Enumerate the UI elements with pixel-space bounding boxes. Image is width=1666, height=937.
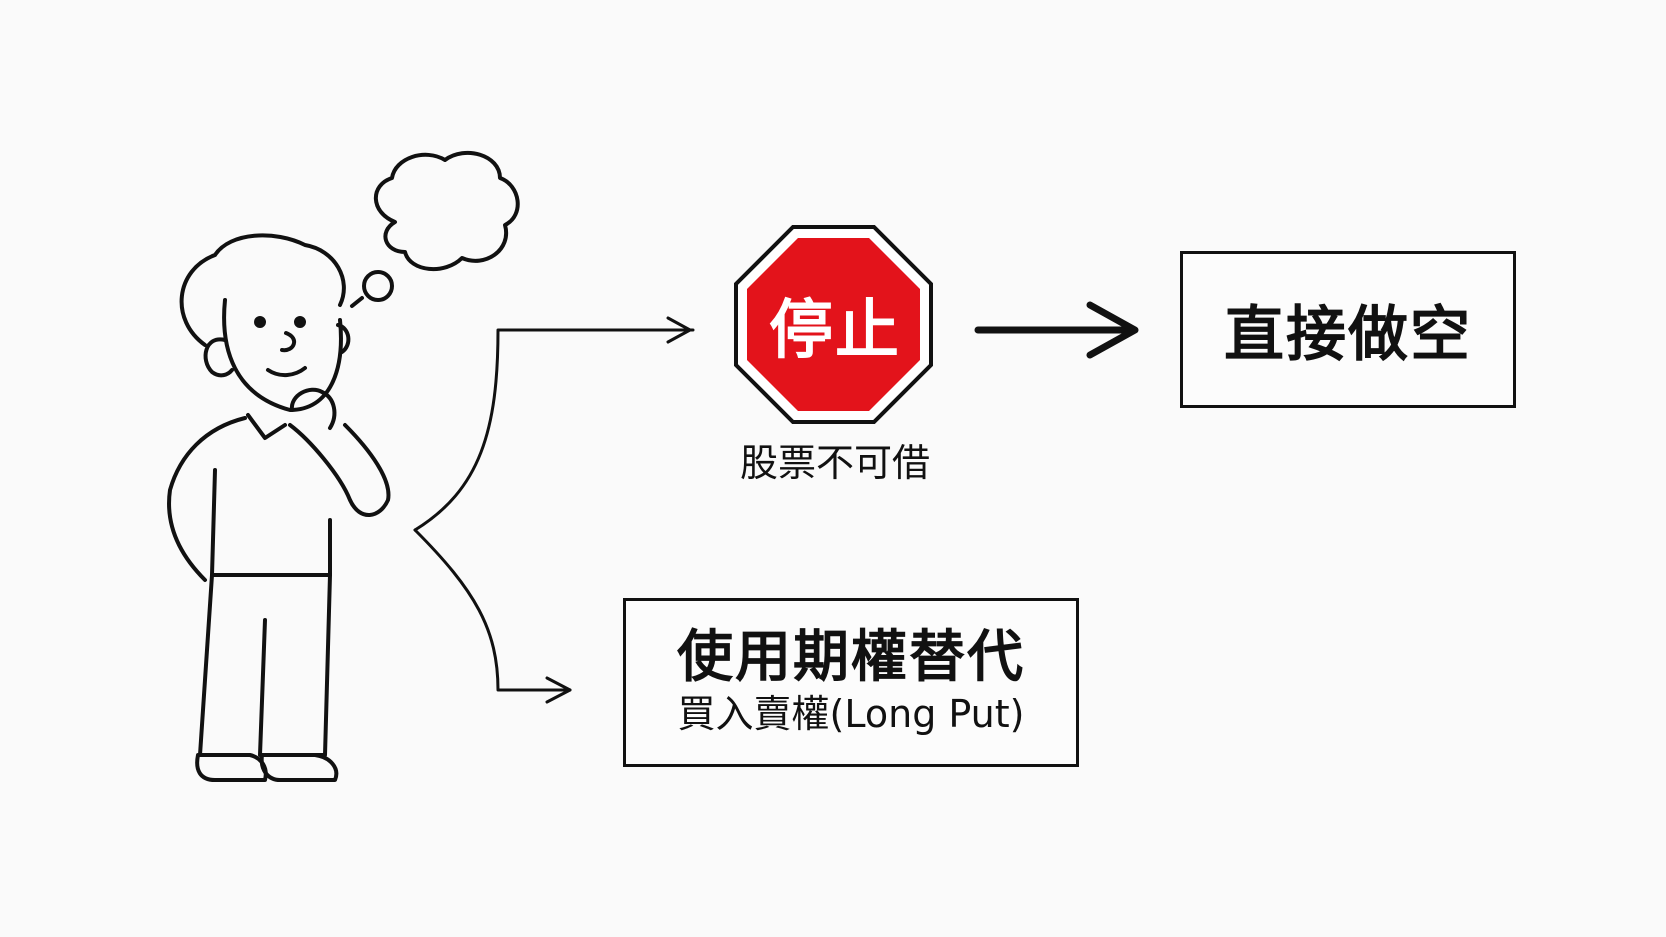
outcome-short-label: 直接做空 bbox=[1224, 300, 1472, 370]
stop-sign-caption: 股票不可借 bbox=[739, 441, 930, 485]
outcome-alternative-box: 使用期權替代 買入賣權(Long Put) bbox=[623, 598, 1079, 767]
outcome-alternative-title: 使用期權替代 bbox=[677, 624, 1025, 690]
arrow-right-icon bbox=[974, 301, 1139, 359]
thinking-person-icon bbox=[167, 233, 391, 782]
thought-bubble-icon bbox=[350, 150, 520, 308]
outcome-alternative-subtitle: 買入賣權(Long Put) bbox=[677, 692, 1025, 736]
branch-connector bbox=[413, 328, 695, 692]
arrow-right-icon bbox=[545, 676, 572, 704]
outcome-short-box: 直接做空 bbox=[1180, 251, 1516, 408]
stop-sign-icon bbox=[734, 225, 933, 424]
arrow-right-icon bbox=[666, 316, 692, 344]
stop-sign-fill bbox=[747, 238, 920, 411]
